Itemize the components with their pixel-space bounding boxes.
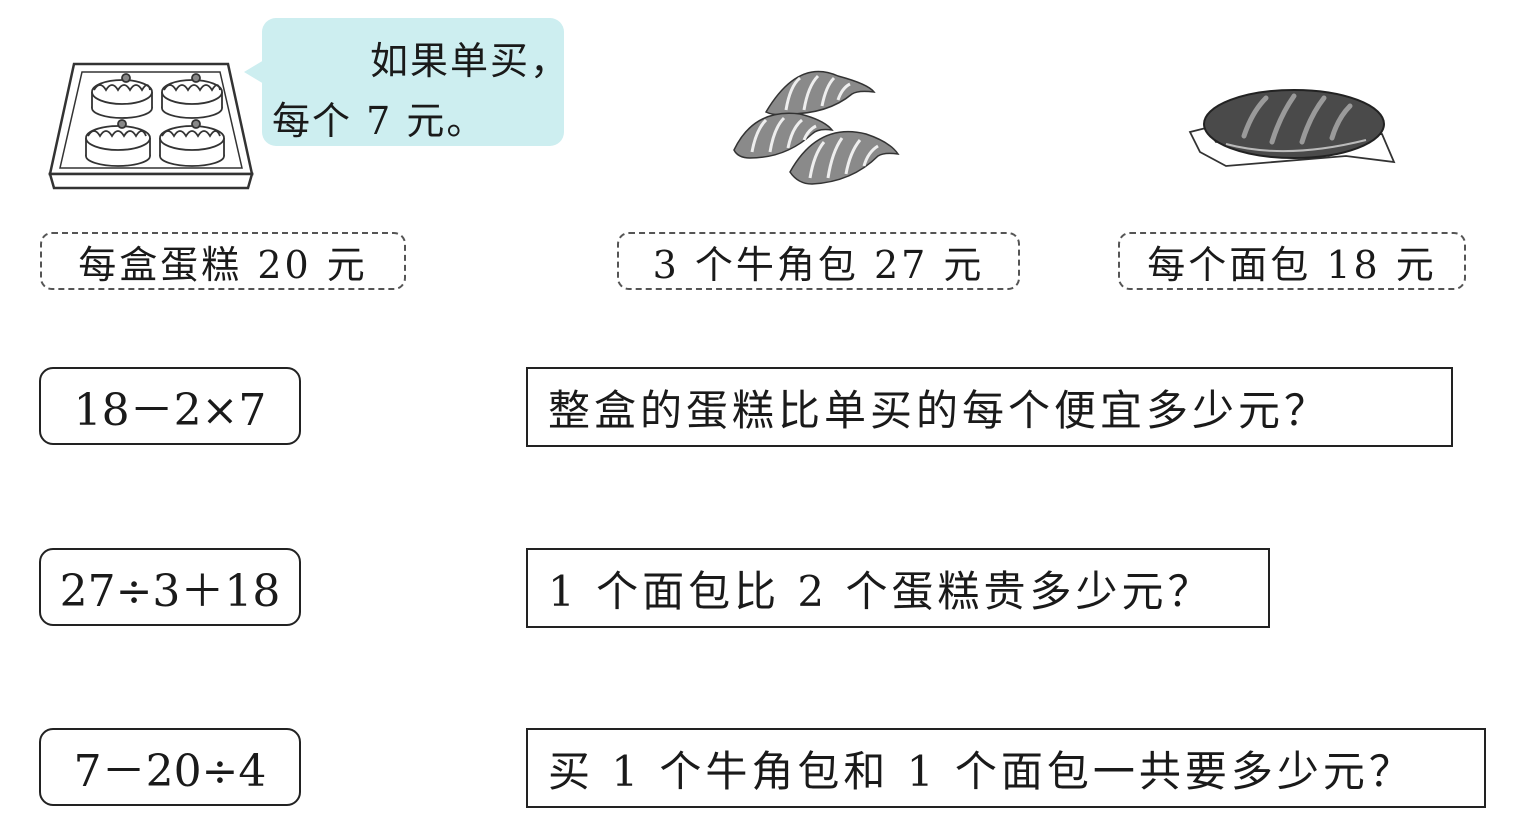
expression-label: 27÷3＋18 [59, 566, 281, 617]
cake-price-label: 每盒蛋糕 20 元 [78, 242, 368, 287]
question-label: 买 1 个牛角包和 1 个面包一共要多少元？ [548, 746, 1415, 796]
question-box-2[interactable]: 1 个面包比 2 个蛋糕贵多少元？ [526, 548, 1270, 628]
expression-box-1[interactable]: 18－2×7 [39, 367, 301, 445]
bread-loaf-icon [1186, 82, 1400, 172]
question-label: 整盒的蛋糕比单买的每个便宜多少元？ [548, 385, 1331, 435]
expression-label: 7－20÷4 [73, 746, 267, 797]
bread-price-label: 每个面包 18 元 [1147, 242, 1437, 287]
speech-bubble-line2: 每个 7 元。 [272, 99, 487, 143]
question-label: 1 个面包比 2 个蛋糕贵多少元？ [548, 566, 1214, 616]
speech-bubble-tail [244, 60, 264, 84]
expression-label: 18－2×7 [73, 385, 267, 436]
speech-bubble [262, 18, 564, 146]
bread-price-tag: 每个面包 18 元 [1118, 232, 1466, 290]
croissant-icon [728, 64, 904, 188]
expression-box-3[interactable]: 7－20÷4 [39, 728, 301, 806]
speech-bubble-line1: 如果单买， [370, 39, 571, 83]
expression-box-2[interactable]: 27÷3＋18 [39, 548, 301, 626]
croissant-price-label: 3 个牛角包 27 元 [652, 242, 985, 287]
question-box-1[interactable]: 整盒的蛋糕比单买的每个便宜多少元？ [526, 367, 1453, 447]
question-box-3[interactable]: 买 1 个牛角包和 1 个面包一共要多少元？ [526, 728, 1486, 808]
croissant-price-tag: 3 个牛角包 27 元 [617, 232, 1020, 290]
cake-price-tag: 每盒蛋糕 20 元 [40, 232, 406, 290]
cake-tray-icon [46, 56, 258, 196]
